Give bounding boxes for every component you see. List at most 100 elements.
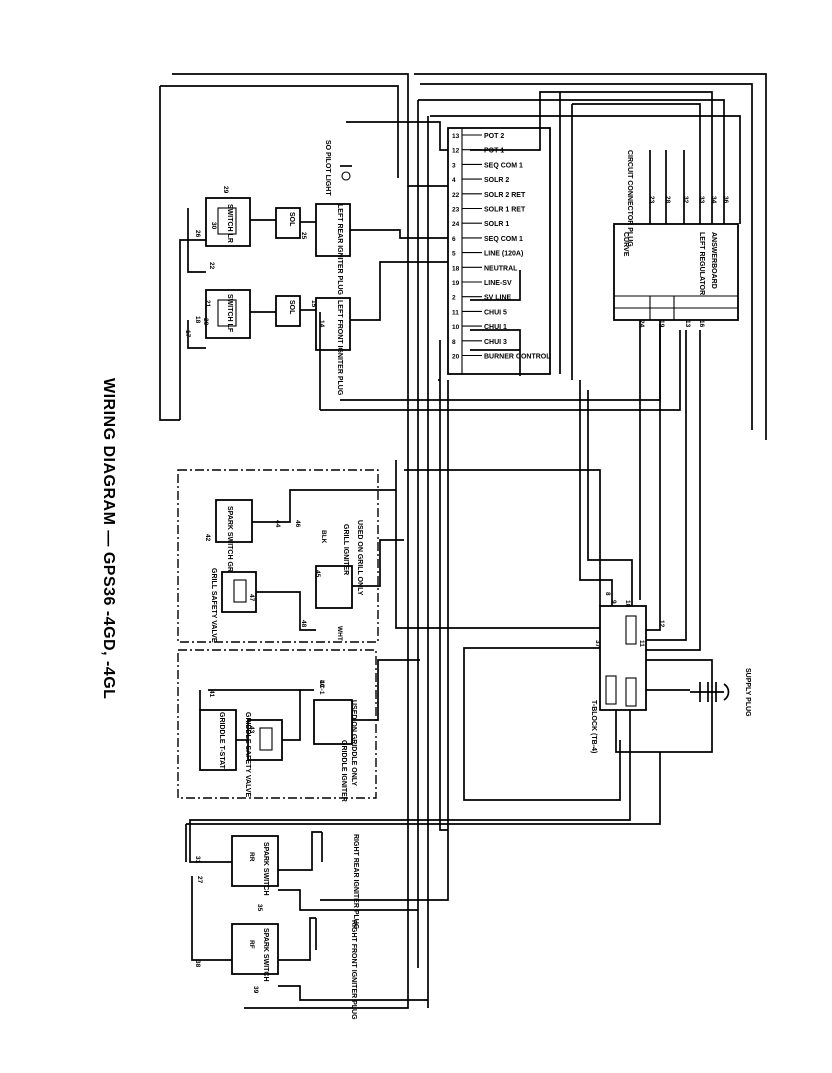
svg-text:SWITCH LR: SWITCH LR — [226, 204, 233, 243]
wire-number: 9 — [610, 600, 617, 604]
svg-text:USED ON GRILL ONLY: USED ON GRILL ONLY — [356, 520, 363, 596]
wire-number: 35 — [256, 904, 263, 912]
connector-row-label: SV LINE — [484, 295, 512, 302]
wire-number: 14 — [318, 320, 325, 328]
wire-number: 19 — [658, 320, 665, 328]
wire-number: 30 — [210, 222, 217, 230]
connector-row-number: 13 — [452, 133, 460, 140]
wire-number: 22 — [208, 262, 215, 270]
svg-text:LC-1: LC-1 — [318, 680, 325, 695]
controller-label-left-regulator: LEFT REGULATOR — [698, 232, 705, 295]
switch-left-rear: SWITCH LR — [205, 197, 251, 247]
sol-left-rear: SOL — [275, 207, 301, 239]
svg-text:USED ON GRIDDLE ONLY: USED ON GRIDDLE ONLY — [350, 700, 357, 786]
circuit-connector-plug-label: CIRCUIT CONNECTOR PLUG — [626, 150, 633, 247]
svg-text:SPARK SWITCH: SPARK SWITCH — [262, 842, 269, 896]
wire-number: 41 — [208, 690, 215, 698]
connector-row: 11 CHUI 5 — [452, 309, 507, 316]
wire-number: 48 — [300, 620, 307, 628]
right-front-igniter-plug: RIGHT FRONT IGNITER PLUG — [315, 918, 357, 1020]
sol-left-front: SOL — [275, 295, 301, 327]
wire-number: 20 — [202, 318, 209, 326]
griddle-subcircuit: GRIDDLE T-STAT GRIDDLE SAFETY VALVE GRID… — [177, 649, 377, 802]
connector-row-number: 20 — [452, 354, 460, 361]
switch-right-rear: SPARK SWITCH RR — [231, 835, 279, 896]
switch-left-front: SWITCH LF — [205, 289, 251, 339]
wire-number: 33 — [698, 196, 705, 204]
wire-number: 16 — [698, 320, 705, 328]
wire-number: 12 — [658, 620, 665, 628]
connector-row-label: CHUI 5 — [484, 309, 507, 316]
wire-number: 8 — [604, 592, 611, 596]
connector-row-label: SEQ COM 1 — [484, 162, 523, 169]
connector-row-number: 3 — [452, 162, 456, 169]
connector-row-number: 19 — [452, 280, 460, 287]
wire-number: 10 — [624, 600, 631, 608]
controller-label-answerboard: ANSWERBOARD — [710, 232, 717, 289]
wire-number: 31 — [194, 856, 201, 864]
svg-text:RR: RR — [248, 852, 255, 862]
terminal-block: T-BLOCK (TB-4) — [590, 605, 647, 753]
svg-text:SOL: SOL — [288, 212, 295, 227]
connector-row-label: POT 2 — [484, 133, 504, 140]
wire-number: 15 — [310, 300, 317, 308]
svg-text:SO PILOT LIGHT: SO PILOT LIGHT — [324, 140, 331, 196]
connector-row-label: BURNER CONTROL — [484, 354, 551, 361]
switch-right-front: SPARK SWITCH RF — [231, 923, 279, 982]
wire-number: 13 — [684, 320, 691, 328]
connector-row: 13 POT 2 — [452, 133, 504, 140]
connector-row-label: NEUTRAL — [484, 265, 518, 272]
svg-text:RIGHT REAR IGNITER PLUG: RIGHT REAR IGNITER PLUG — [352, 834, 359, 930]
wire-number: 21 — [204, 300, 211, 308]
controller-board: ANSWERBOARD LEFT REGULATOR CURVE — [613, 223, 739, 321]
wire-number: 37 — [594, 640, 601, 648]
connector-row: 20 BURNER CONTROL — [452, 354, 551, 361]
connector-row-label: LINE (120A) — [484, 251, 523, 258]
connector-row-number: 4 — [452, 177, 456, 184]
wire-number: 44 — [274, 520, 281, 528]
wire-number: 26 — [194, 230, 201, 238]
supply-plug: SUPPLY PLUG — [690, 668, 751, 717]
wire-number-tags: 2930252622212018171514444247464548404143… — [184, 186, 729, 994]
connector-row-number: 10 — [452, 324, 460, 331]
connector-frame — [447, 127, 551, 375]
connector-row-number: 24 — [452, 221, 460, 228]
grill-subcircuit: SPARK SWITCH GRILL GRILL SAFETY VALVE GR… — [177, 469, 379, 643]
wire-number: 32 — [682, 196, 689, 204]
connector-row-number: 8 — [452, 339, 456, 346]
wire-number: 18 — [194, 316, 201, 324]
connector-row-number: 11 — [452, 309, 459, 316]
left-rear-igniter-plug: LEFT REAR IGNITER PLUG — [315, 203, 351, 296]
wire-number: 17 — [184, 330, 191, 338]
wire-number: 42 — [204, 534, 211, 542]
svg-text:RIGHT FRONT IGNITER PLUG: RIGHT FRONT IGNITER PLUG — [350, 920, 357, 1020]
svg-text:LEFT FRONT IGNITER PLUG: LEFT FRONT IGNITER PLUG — [336, 300, 343, 396]
connector-row-label: LINE-SV — [484, 280, 512, 287]
svg-text:BLK: BLK — [320, 530, 327, 544]
right-rear-igniter-plug: RIGHT REAR IGNITER PLUG — [321, 832, 359, 930]
pilot-light: SO PILOT LIGHT — [324, 140, 352, 196]
wire-number: 39 — [252, 986, 259, 994]
wire-number: 34 — [710, 196, 717, 204]
wire-number: 38 — [194, 960, 201, 968]
wire-number: 40 — [318, 680, 325, 688]
svg-text:RF: RF — [248, 940, 255, 949]
connector-row-number: 12 — [452, 148, 460, 155]
svg-text:SPARK SWITCH GRILL: SPARK SWITCH GRILL — [226, 506, 233, 583]
svg-text:SOL: SOL — [288, 300, 295, 315]
svg-text:GRIDDLE SAFETY VALVE: GRIDDLE SAFETY VALVE — [244, 712, 251, 798]
svg-text:SPARK SWITCH: SPARK SWITCH — [262, 928, 269, 982]
wire-number: 36 — [722, 196, 729, 204]
svg-text:GRIDDLE IGNITER: GRIDDLE IGNITER — [340, 740, 347, 802]
